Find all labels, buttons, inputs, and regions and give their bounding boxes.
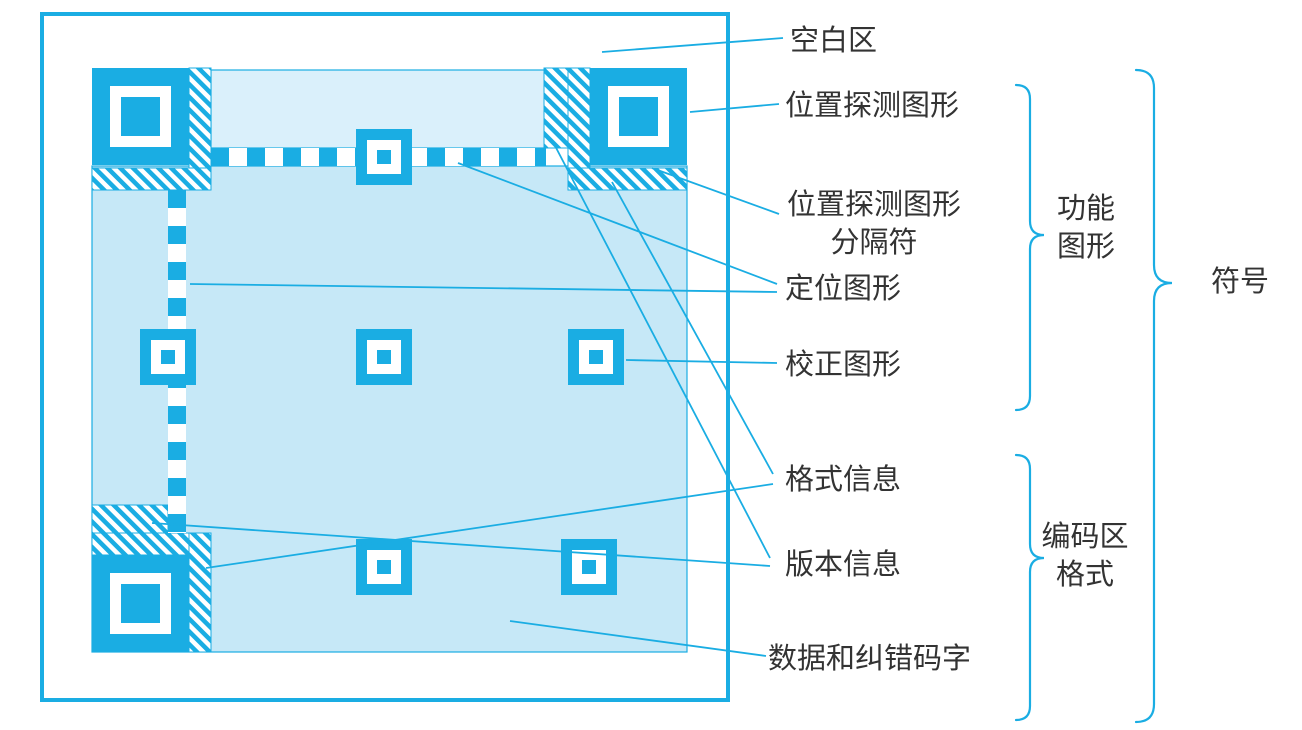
- alignment-pattern: [568, 329, 624, 385]
- brace-function-patterns: [1014, 83, 1045, 412]
- version-info-area-top-right: [543, 67, 569, 149]
- leader-version-info-top: [551, 139, 771, 559]
- version-info-area-bottom-left: [91, 504, 169, 534]
- leader-data-codewords: [509, 620, 767, 657]
- leader-timing-vertical: [189, 283, 778, 293]
- alignment-pattern: [140, 329, 196, 385]
- label-timing-pattern: 定位图形: [785, 273, 902, 305]
- leader-quiet-zone: [601, 37, 784, 53]
- alignment-patterns: [140, 129, 624, 595]
- leader-finder-pattern: [689, 103, 780, 113]
- separator-top-left-horizontal: [91, 167, 212, 191]
- label-version-info: 版本信息: [785, 549, 902, 581]
- separator-bottom-left-vertical: [188, 532, 212, 653]
- leader-version-info-bottom: [151, 522, 771, 567]
- separator-top-right-horizontal: [567, 167, 688, 191]
- leader-format-info-top: [611, 181, 774, 475]
- label-function-patterns-group: 功能 图形: [1048, 190, 1124, 266]
- label-function-line1: 功能: [1056, 193, 1115, 225]
- label-symbol: 符号: [1211, 266, 1270, 298]
- leader-alignment-pattern: [625, 359, 778, 364]
- leader-timing-horizontal: [457, 162, 778, 285]
- alignment-pattern: [356, 329, 412, 385]
- label-alignment-pattern: 校正图形: [785, 349, 902, 381]
- label-encoding-region-group: 编码区 格式: [1032, 518, 1138, 594]
- finder-pattern-top-left: [92, 68, 189, 165]
- brace-symbol: [1134, 68, 1173, 724]
- leader-format-info-bottom: [205, 483, 774, 569]
- finder-pattern-bottom-left: [92, 555, 189, 652]
- label-function-line2: 图形: [1056, 231, 1115, 263]
- separators-and-version-areas: [91, 67, 688, 653]
- finder-pattern-top-right: [590, 68, 687, 165]
- label-encoding-line2: 格式: [1055, 559, 1114, 591]
- label-format-info: 格式信息: [785, 464, 902, 496]
- alignment-pattern: [356, 129, 412, 185]
- alignment-pattern: [561, 539, 617, 595]
- leader-lines: [151, 37, 784, 657]
- brace-encoding-region: [1014, 453, 1045, 722]
- top-strip: [210, 69, 547, 149]
- braces: [1014, 68, 1173, 724]
- label-separator-line2: 分隔符: [830, 227, 918, 259]
- label-finder-pattern: 位置探测图形: [785, 90, 960, 122]
- label-encoding-line1: 编码区: [1041, 521, 1129, 553]
- label-data-codewords: 数据和纠错码字: [768, 643, 972, 675]
- alignment-pattern: [356, 539, 412, 595]
- label-separator-line1: 位置探测图形: [786, 189, 961, 221]
- label-separator: 位置探测图形 分隔符: [785, 186, 963, 262]
- label-quiet-zone: 空白区: [790, 25, 878, 57]
- leader-separator: [651, 167, 780, 215]
